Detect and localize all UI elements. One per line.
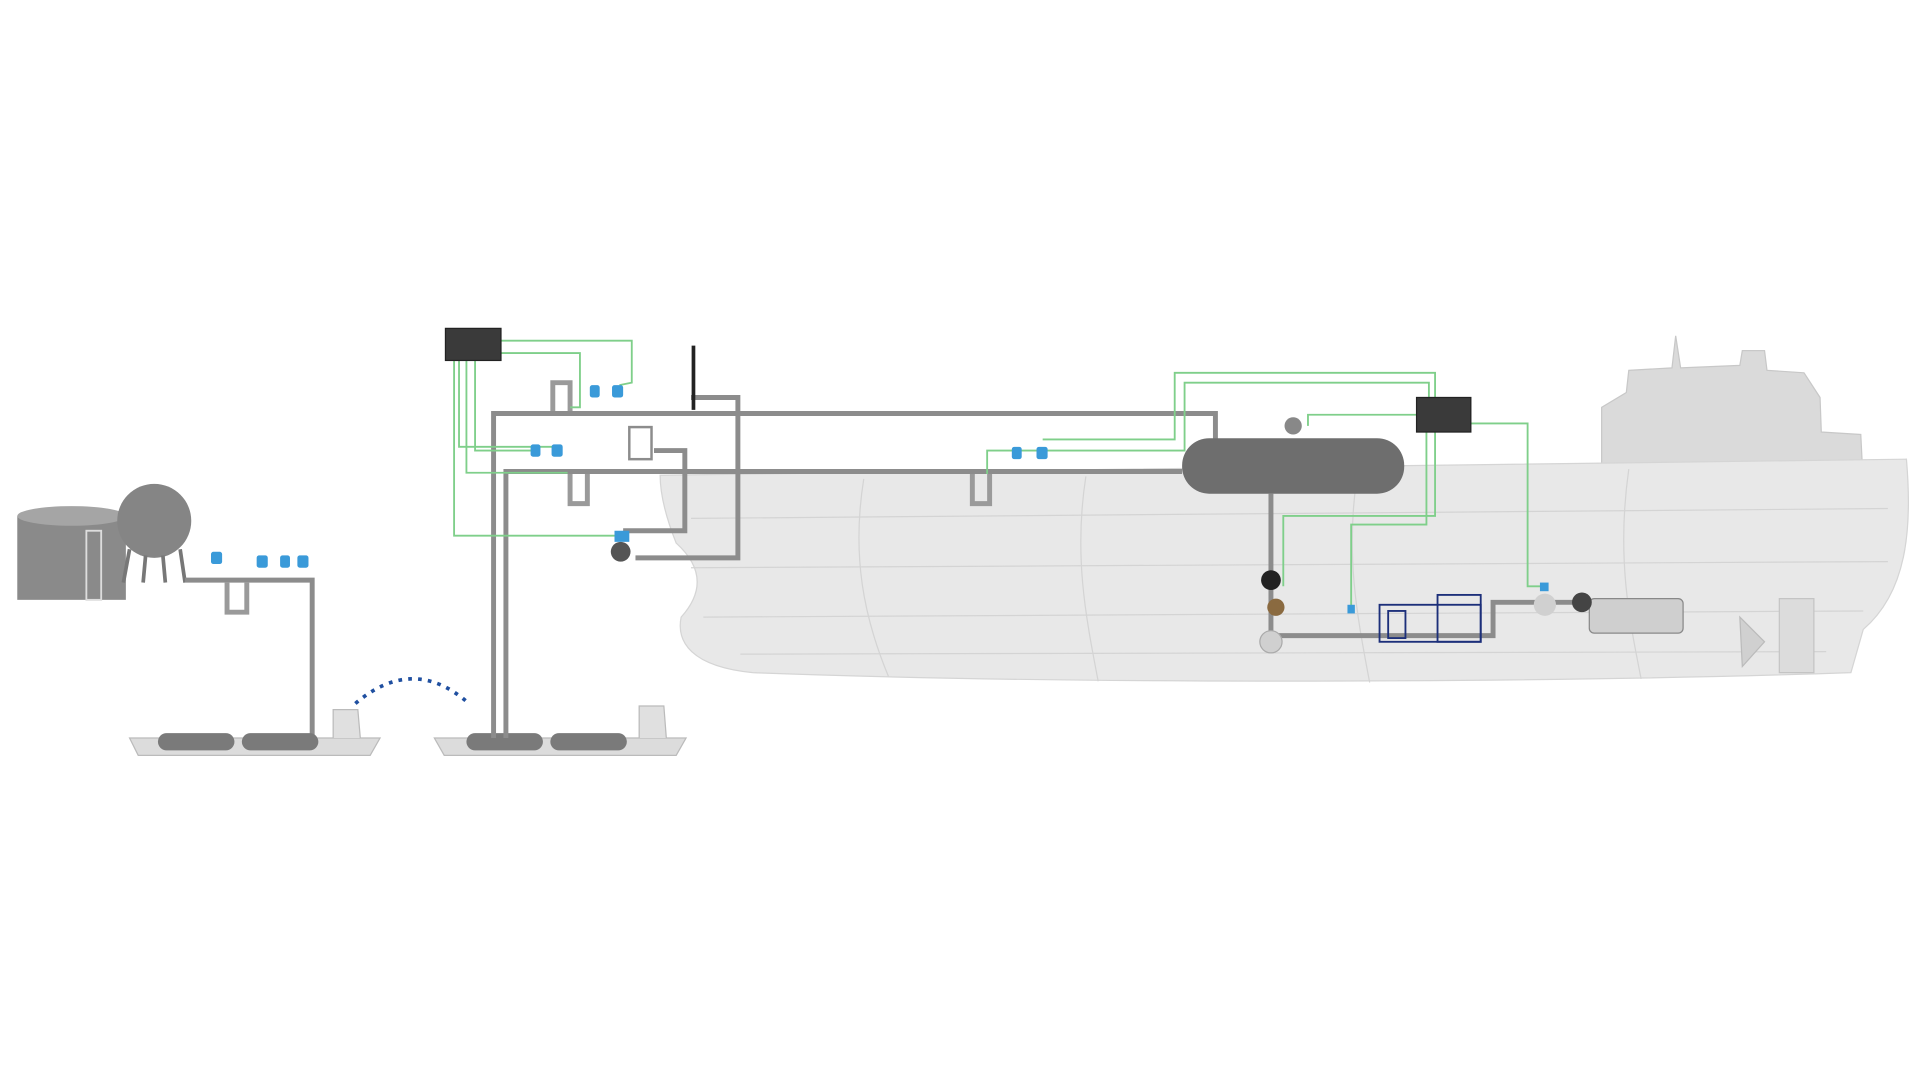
signal-wiring bbox=[453, 339, 1543, 608]
flowmeter-ship bbox=[969, 473, 993, 507]
shore-storage-tank bbox=[17, 515, 126, 600]
tank-valve-icon bbox=[1284, 417, 1302, 435]
lng-fuel-tank bbox=[1182, 438, 1405, 494]
gas-treatment-module bbox=[1378, 593, 1482, 643]
main-engine bbox=[1572, 592, 1684, 634]
transfer-arrow bbox=[354, 676, 471, 705]
receiving-barge bbox=[433, 705, 688, 756]
heat-exchanger bbox=[1533, 593, 1556, 616]
bunker-line bbox=[503, 469, 1183, 739]
propeller-icon bbox=[1739, 615, 1766, 669]
shore-sphere-tank bbox=[117, 483, 192, 583]
shore-pipe bbox=[185, 577, 315, 741]
shore-transmitters bbox=[211, 551, 309, 568]
flowmeter-lower bbox=[567, 473, 590, 507]
hull-frame-lines bbox=[690, 468, 1888, 683]
shore-flowmeter bbox=[224, 582, 250, 615]
ship bbox=[659, 335, 1910, 683]
ship-superstructure bbox=[1601, 335, 1864, 485]
valve-transmitter bbox=[614, 530, 630, 542]
pump-valve bbox=[610, 541, 631, 562]
butterfly-valve bbox=[1267, 598, 1285, 616]
flowmeter-upper bbox=[550, 380, 573, 412]
controller-shore-side bbox=[444, 327, 502, 362]
fuel-pump bbox=[1259, 630, 1283, 654]
line-transmitters bbox=[530, 385, 1549, 614]
shore-terminal bbox=[17, 483, 315, 741]
controller-ship-side bbox=[1415, 396, 1472, 433]
vapour-return-line bbox=[491, 411, 1218, 739]
bunker-barge bbox=[128, 709, 382, 756]
bunker-lines bbox=[491, 395, 1592, 739]
analyzer-cabinet bbox=[628, 425, 653, 461]
rudder bbox=[1778, 597, 1815, 674]
actuator-valve bbox=[1261, 570, 1281, 590]
